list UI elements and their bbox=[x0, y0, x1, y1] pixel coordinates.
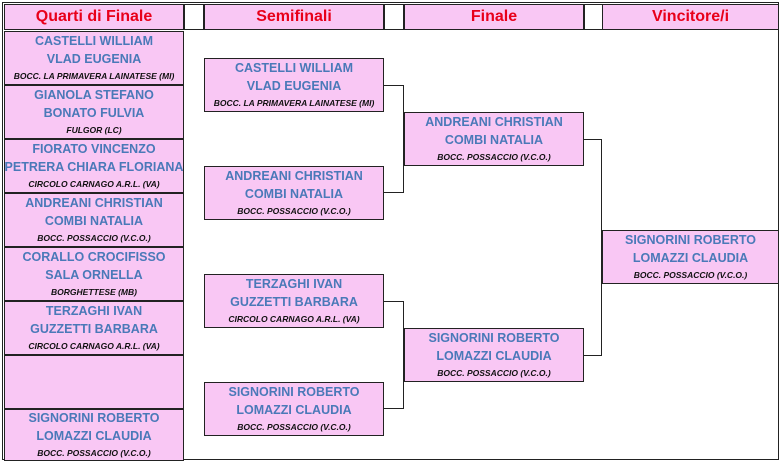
club-name: FULGOR (LC) bbox=[66, 125, 122, 135]
quarti-team-2: GIANOLA STEFANO BONATO FULVIA FULGOR (LC… bbox=[4, 85, 184, 139]
header-vincitori: Vincitore/i bbox=[602, 4, 779, 30]
player-name: GUZZETTI BARBARA bbox=[30, 322, 158, 336]
player-name: ANDREANI CHRISTIAN bbox=[25, 196, 163, 210]
connector-line bbox=[384, 192, 404, 193]
connector-line bbox=[584, 139, 602, 140]
club-name: BOCC. POSSACCIO (V.C.O.) bbox=[37, 233, 151, 243]
connector-line bbox=[403, 85, 404, 193]
player-name: TERZAGHI IVAN bbox=[45, 304, 143, 318]
semifinale-team-4: SIGNORINI ROBERTO LOMAZZI CLAUDIA BOCC. … bbox=[204, 382, 384, 436]
quarti-team-7-empty bbox=[4, 355, 184, 409]
quarti-team-4: ANDREANI CHRISTIAN COMBI NATALIA BOCC. P… bbox=[4, 193, 184, 247]
semifinale-team-3: TERZAGHI IVAN GUZZETTI BARBARA CIRCOLO C… bbox=[204, 274, 384, 328]
player-name: CORALLO CROCIFISSO bbox=[22, 250, 166, 264]
player-name: LOMAZZI CLAUDIA bbox=[632, 251, 749, 265]
vincitore-team: SIGNORINI ROBERTO LOMAZZI CLAUDIA BOCC. … bbox=[602, 230, 779, 284]
connector-line bbox=[384, 408, 404, 409]
club-name: BOCC. POSSACCIO (V.C.O.) bbox=[237, 422, 351, 432]
player-name: SIGNORINI ROBERTO bbox=[428, 331, 560, 345]
connector-line bbox=[584, 355, 602, 356]
player-name: COMBI NATALIA bbox=[444, 133, 544, 147]
player-name: PETRERA CHIARA FLORIANA bbox=[4, 160, 184, 174]
player-name: VLAD EUGENIA bbox=[246, 79, 342, 93]
finale-team-1: ANDREANI CHRISTIAN COMBI NATALIA BOCC. P… bbox=[404, 112, 584, 166]
player-name: SALA ORNELLA bbox=[45, 268, 143, 282]
player-name: COMBI NATALIA bbox=[244, 187, 344, 201]
header-quarti: Quarti di Finale bbox=[4, 4, 184, 30]
player-name: ANDREANI CHRISTIAN bbox=[225, 169, 363, 183]
header-spacer bbox=[184, 4, 204, 30]
semifinale-team-1: CASTELLI WILLIAM VLAD EUGENIA BOCC. LA P… bbox=[204, 58, 384, 112]
player-name: BONATO FULVIA bbox=[43, 106, 145, 120]
player-name: GUZZETTI BARBARA bbox=[230, 295, 358, 309]
club-name: BOCC. POSSACCIO (V.C.O.) bbox=[37, 448, 151, 458]
club-name: CIRCOLO CARNAGO A.R.L. (VA) bbox=[28, 341, 160, 351]
quarti-team-3: FIORATO VINCENZO PETRERA CHIARA FLORIANA… bbox=[4, 139, 184, 193]
header-spacer bbox=[584, 4, 604, 30]
quarti-team-6: TERZAGHI IVAN GUZZETTI BARBARA CIRCOLO C… bbox=[4, 301, 184, 355]
club-name: CIRCOLO CARNAGO A.R.L. (VA) bbox=[28, 179, 160, 189]
player-name: SIGNORINI ROBERTO bbox=[624, 233, 757, 247]
connector-line bbox=[601, 139, 602, 356]
semifinale-team-2: ANDREANI CHRISTIAN COMBI NATALIA BOCC. P… bbox=[204, 166, 384, 220]
player-name: ANDREANI CHRISTIAN bbox=[425, 115, 563, 129]
connector-line bbox=[384, 301, 404, 302]
header-finale: Finale bbox=[404, 4, 584, 30]
quarti-team-5: CORALLO CROCIFISSO SALA ORNELLA BORGHETT… bbox=[4, 247, 184, 301]
player-name: SIGNORINI ROBERTO bbox=[28, 411, 160, 425]
club-name: BORGHETTESE (MB) bbox=[51, 287, 137, 297]
quarti-team-8: SIGNORINI ROBERTO LOMAZZI CLAUDIA BOCC. … bbox=[4, 409, 184, 461]
player-name: SIGNORINI ROBERTO bbox=[228, 385, 360, 399]
player-name: CASTELLI WILLIAM bbox=[234, 61, 354, 75]
player-name: FIORATO VINCENZO bbox=[32, 142, 156, 156]
club-name: BOCC. POSSACCIO (V.C.O.) bbox=[237, 206, 351, 216]
connector-line bbox=[384, 85, 404, 86]
player-name: COMBI NATALIA bbox=[44, 214, 144, 228]
header-spacer bbox=[384, 4, 404, 30]
quarti-team-1: CASTELLI WILLIAM VLAD EUGENIA BOCC. LA P… bbox=[4, 31, 184, 85]
club-name: BOCC. POSSACCIO (V.C.O.) bbox=[437, 152, 551, 162]
club-name: BOCC. POSSACCIO (V.C.O.) bbox=[437, 368, 551, 378]
player-name: VLAD EUGENIA bbox=[46, 52, 142, 66]
connector-line bbox=[403, 301, 404, 409]
club-name: BOCC. LA PRIMAVERA LAINATESE (MI) bbox=[13, 71, 175, 81]
club-name: BOCC. LA PRIMAVERA LAINATESE (MI) bbox=[213, 98, 375, 108]
player-name: LOMAZZI CLAUDIA bbox=[236, 403, 352, 417]
player-name: LOMAZZI CLAUDIA bbox=[36, 429, 152, 443]
player-name: GIANOLA STEFANO bbox=[34, 88, 154, 102]
finale-team-2: SIGNORINI ROBERTO LOMAZZI CLAUDIA BOCC. … bbox=[404, 328, 584, 382]
player-name: CASTELLI WILLIAM bbox=[34, 34, 154, 48]
club-name: BOCC. POSSACCIO (V.C.O.) bbox=[633, 270, 748, 280]
player-name: TERZAGHI IVAN bbox=[245, 277, 343, 291]
club-name: CIRCOLO CARNAGO A.R.L. (VA) bbox=[228, 314, 360, 324]
header-semifinali: Semifinali bbox=[204, 4, 384, 30]
player-name: LOMAZZI CLAUDIA bbox=[436, 349, 552, 363]
